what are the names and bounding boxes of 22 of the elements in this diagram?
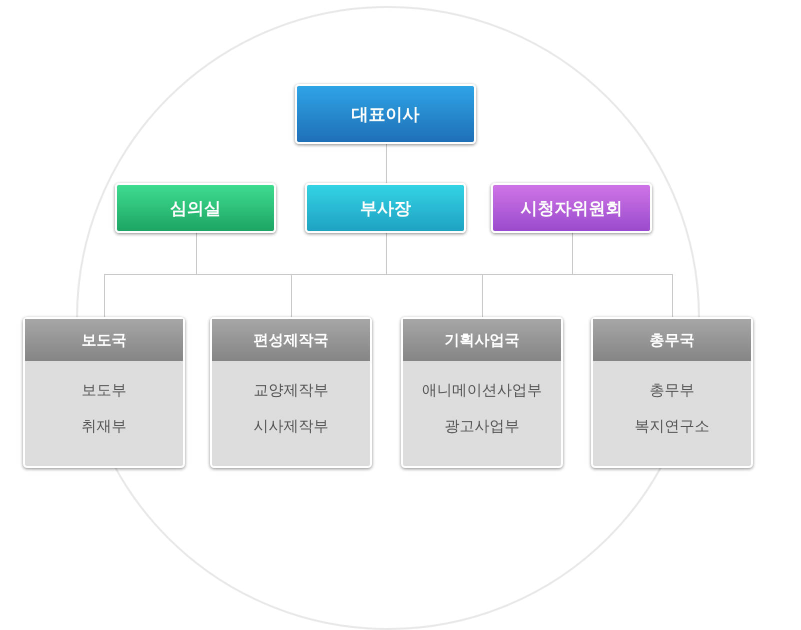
department-header: 기획사업국 [403,319,561,361]
department-card [23,317,185,468]
connector-line [386,144,387,184]
unit-name: 교양제작부 [252,381,330,400]
unit-name: 취재부 [80,417,128,436]
unit-name: 보도부 [80,381,128,400]
title-box: 시청자위원회 [491,183,652,233]
department-header: 편성제작국 [212,319,370,361]
department-header: 총무국 [593,319,751,361]
department-card [401,317,563,468]
unit-name: 시사제작부 [252,417,330,436]
unit-name: 애니메이션사업부 [421,381,543,400]
department-header: 보도국 [25,319,183,361]
unit-name: 총무부 [648,381,696,400]
connector-line [572,232,673,318]
department-card [210,317,372,468]
title-box: 부사장 [305,183,466,233]
department-card [591,317,753,468]
unit-name: 광고사업부 [444,417,520,436]
unit-name: 복지연구소 [634,417,710,436]
title-box: 심의실 [115,183,276,233]
title-box: 대표이사 [295,84,476,144]
